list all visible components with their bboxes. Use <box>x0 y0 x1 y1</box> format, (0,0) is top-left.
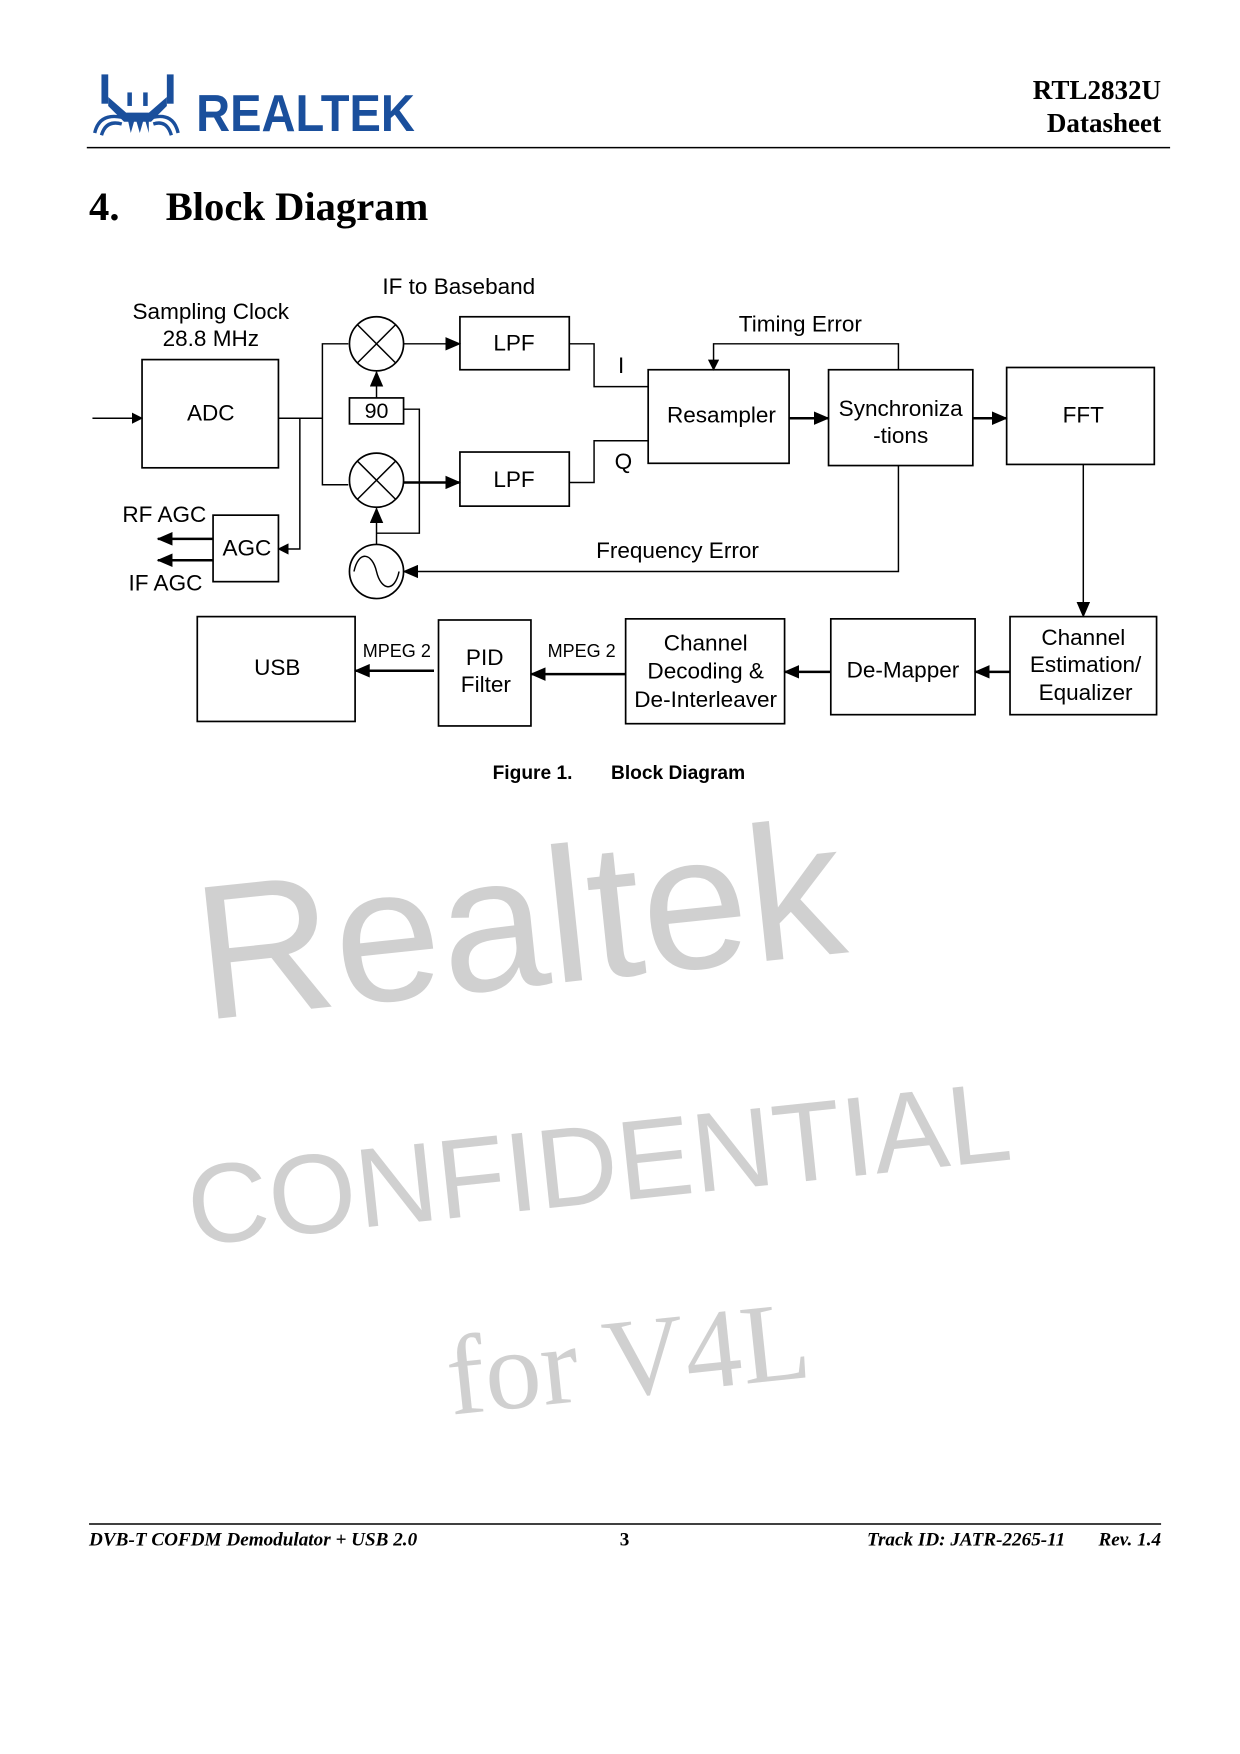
phase-shift-label: 90 <box>365 399 389 423</box>
adc-block <box>141 358 280 469</box>
watermark-realtek: Realtek <box>185 780 855 1061</box>
sampling-freq-label: 28.8 MHz <box>163 326 259 351</box>
if-to-baseband-label: IF to Baseband <box>382 274 535 299</box>
frequency-error-feedback <box>402 465 900 579</box>
resampler-label: Resampler <box>667 403 776 428</box>
figure-number: Figure 1. <box>493 763 573 784</box>
osc-to-phase-line <box>376 408 421 534</box>
fft-block <box>1005 366 1156 466</box>
realtek-logo-icon <box>93 74 180 136</box>
mixer-i-icon <box>348 315 405 372</box>
sampling-clock-label: Sampling Clock <box>133 299 290 324</box>
fft-label: FFT <box>1063 403 1105 428</box>
mpeg2-label-b: MPEG 2 <box>548 641 616 661</box>
usb-label: USB <box>254 655 300 680</box>
frequency-error-label: Frequency Error <box>596 538 759 563</box>
lpf-i-label: LPF <box>493 331 534 356</box>
demapper-label: De-Mapper <box>847 657 960 682</box>
doc-type: Datasheet <box>1047 108 1161 138</box>
sync-label-line1: Synchroniza <box>839 396 963 421</box>
mixer-q-icon <box>348 452 405 509</box>
mixer-feed <box>321 343 349 486</box>
watermark-for-v4l: for V4L <box>441 1278 816 1439</box>
lpf-q-label: LPF <box>493 467 534 492</box>
page-title: Block Diagram <box>166 184 429 229</box>
block-diagram: IF to Baseband Sampling Clock 28.8 MHz A… <box>92 274 1158 727</box>
channel-decoding-block <box>624 618 786 725</box>
doc-id: RTL2832U <box>1033 75 1161 105</box>
pid-label-line1: PID <box>466 645 504 670</box>
chest-label-line1: Channel <box>1041 625 1125 650</box>
agc-label: AGC <box>222 536 271 561</box>
watermark-confidential: CONFIDENTIAL <box>181 1058 1016 1270</box>
footer-revision: Rev. 1.4 <box>1097 1529 1161 1550</box>
page-number: 3 <box>620 1529 630 1550</box>
i-label: I <box>618 353 624 378</box>
watermark: Realtek CONFIDENTIAL for V4L <box>181 780 1016 1439</box>
demapper-block <box>829 618 976 716</box>
section-number: 4. <box>89 184 119 229</box>
footer-track-id: Track ID: JATR-2265-11 <box>867 1529 1065 1550</box>
chest-label-line3: Equalizer <box>1039 680 1133 705</box>
oscillator-icon <box>348 543 405 600</box>
footer-product: DVB-T COFDM Demodulator + USB 2.0 <box>88 1529 418 1550</box>
i-path <box>569 343 649 388</box>
agc-feed <box>277 418 301 555</box>
timing-error-feedback <box>707 343 900 371</box>
usb-block <box>196 615 356 723</box>
chdec-label-line3: De-Interleaver <box>634 687 777 712</box>
q-path <box>569 440 649 484</box>
if-agc-label: IF AGC <box>129 571 203 596</box>
agc-block <box>212 514 280 583</box>
adc-label: ADC <box>187 400 235 425</box>
channel-estimation-block <box>1009 615 1158 716</box>
q-label: Q <box>615 449 633 474</box>
pid-label-line2: Filter <box>461 672 512 697</box>
sync-label-line2: -tions <box>873 423 928 448</box>
lpf-q-block <box>459 451 571 507</box>
chdec-label-line2: Decoding & <box>647 659 764 684</box>
chdec-label-line1: Channel <box>664 630 748 655</box>
mpeg2-label-a: MPEG 2 <box>363 641 431 661</box>
brand-name: REALTEK <box>196 84 415 142</box>
figure-title: Block Diagram <box>611 763 745 784</box>
timing-error-label: Timing Error <box>739 311 863 336</box>
rf-agc-label: RF AGC <box>122 502 206 527</box>
pid-filter-block <box>437 619 532 727</box>
chest-label-line2: Estimation/ <box>1030 652 1142 677</box>
